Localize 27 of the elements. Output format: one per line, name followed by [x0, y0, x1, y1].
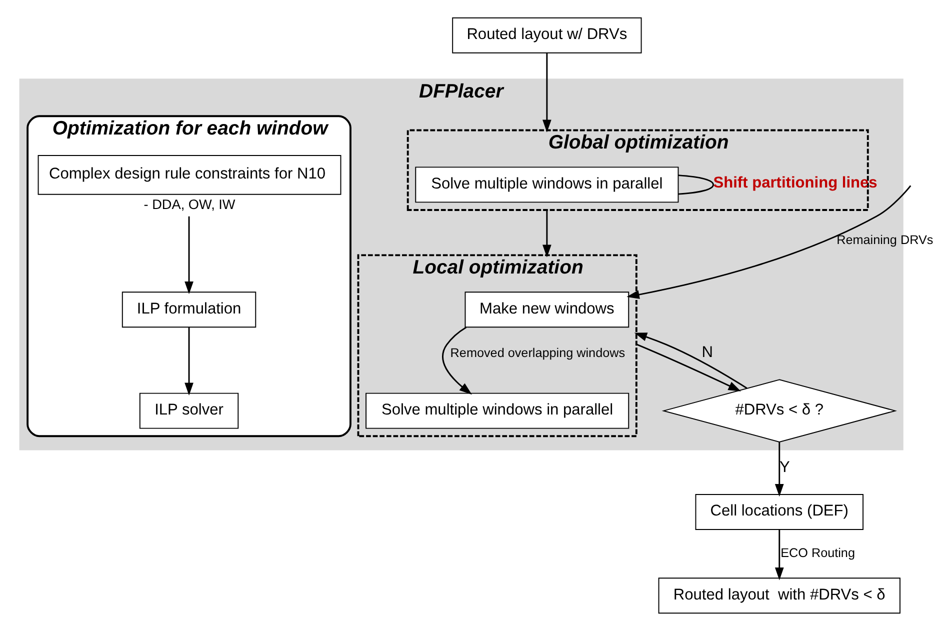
arrow [442, 326, 472, 394]
edge-label: Y [780, 458, 790, 476]
node-box: Solve multiple windows in parallel [366, 392, 630, 428]
connector [678, 174, 714, 194]
edge-label: Removed overlapping windows [450, 345, 626, 360]
edge-label: Shift partitioning lines [713, 174, 878, 191]
arrow [184, 216, 194, 294]
node-box: ILP solver [139, 392, 239, 428]
node-box: ILP formulation [122, 291, 256, 328]
arrow [774, 529, 784, 580]
arrow [184, 326, 194, 395]
node-box: Routed layout with #DRVs < δ [658, 577, 900, 614]
node-box: Cell locations (DEF) [695, 493, 864, 530]
arrow [634, 332, 748, 388]
node-box: Solve multiple windows in parallel [415, 166, 679, 202]
arrow [636, 343, 741, 391]
edge-label: Remaining DRVs [836, 232, 934, 246]
arrow [774, 442, 784, 496]
edge-label: N [702, 344, 714, 361]
arrow [542, 52, 552, 132]
arrow [626, 184, 912, 298]
edge-label: ECO Routing [780, 546, 855, 560]
node-box: Routed layout w/ DRVs [452, 16, 642, 53]
arrow [542, 209, 552, 257]
node-label: - DDA, OW, IW [144, 196, 236, 212]
node-box: Make new windows [464, 291, 630, 328]
node-diamond: #DRVs < δ ? [662, 378, 897, 442]
